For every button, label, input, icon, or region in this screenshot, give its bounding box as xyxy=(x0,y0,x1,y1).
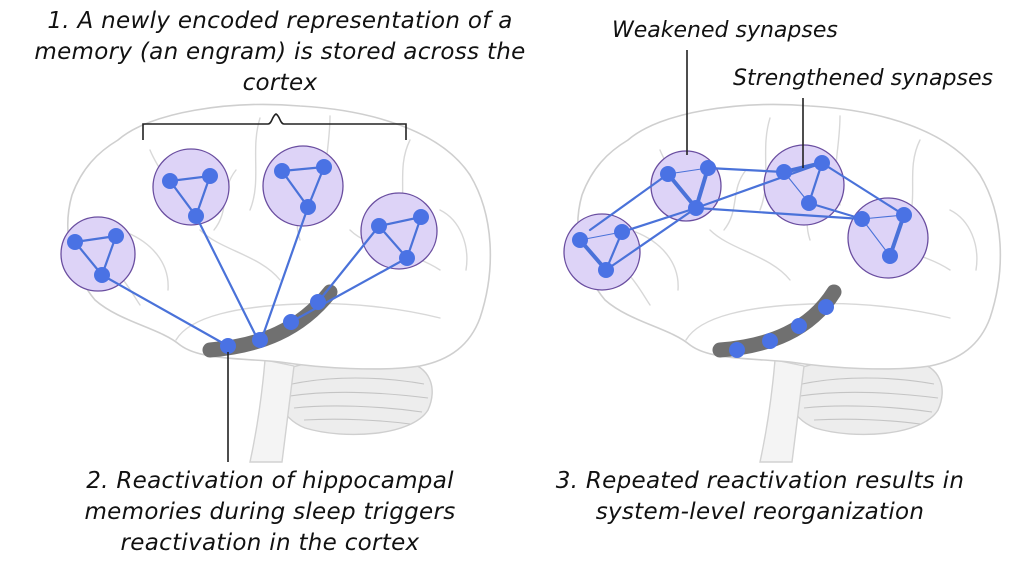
link-hipp-to-engram-3 xyxy=(260,205,310,340)
temporal-lobe-right xyxy=(685,302,951,341)
hippocampal-node xyxy=(252,332,268,348)
hippocampal-node xyxy=(818,299,834,315)
link-hipp-to-engram-2 xyxy=(194,214,260,342)
label-weakened-synapses: Weakened synapses xyxy=(612,18,838,43)
node xyxy=(572,232,588,248)
node xyxy=(188,208,204,224)
cerebellum-folds-right xyxy=(799,377,939,425)
caption-step-1: 1. A newly encoded representation of a m… xyxy=(34,8,526,96)
node xyxy=(399,250,415,266)
caption-step-2: 2. Reactivation of hippocampal memories … xyxy=(84,468,456,556)
link-hipp-to-engram-4b xyxy=(289,256,409,324)
link-engram-2-to-3b xyxy=(694,161,824,210)
node xyxy=(814,155,830,171)
node xyxy=(896,207,912,223)
node xyxy=(660,166,676,182)
engram-triangles-left xyxy=(72,165,423,278)
node xyxy=(316,159,332,175)
cerebellum-left xyxy=(276,358,433,436)
node xyxy=(776,164,792,180)
link-engram-2-to-4 xyxy=(694,206,864,221)
triangle-left-4 xyxy=(376,215,423,261)
node xyxy=(202,168,218,184)
node xyxy=(413,209,429,225)
label-strengthened-synapses: Strengthened synapses xyxy=(733,66,993,91)
brainstem-left xyxy=(249,359,295,463)
cerebellum-right xyxy=(786,358,943,436)
temporal-lobe-left xyxy=(175,302,441,341)
hippocampal-node xyxy=(310,294,326,310)
hippocampal-node xyxy=(762,333,778,349)
node xyxy=(162,173,178,189)
link-engram-3-to-4b xyxy=(807,201,864,221)
engram-left-4 xyxy=(360,192,438,270)
link-hipp-to-engram-4 xyxy=(316,224,381,304)
node xyxy=(371,218,387,234)
engram-right-1 xyxy=(563,213,641,291)
node xyxy=(598,262,614,278)
cerebellum-folds-left xyxy=(289,377,429,425)
hippocampal-node xyxy=(283,314,299,330)
triangle-left-1 xyxy=(72,234,118,278)
node xyxy=(300,199,316,215)
cortex-bracket xyxy=(142,113,407,140)
nodes-left xyxy=(67,159,429,354)
nodes-right xyxy=(572,155,912,358)
inter-engram-links xyxy=(588,161,906,272)
cortex-hippocampus-links xyxy=(100,205,409,348)
node xyxy=(108,228,124,244)
link-hipp-to-engram-1 xyxy=(100,273,230,348)
node xyxy=(854,211,870,227)
brainstem-right xyxy=(759,359,805,463)
node xyxy=(94,267,110,283)
engram-left-3 xyxy=(262,145,344,227)
hippocampal-node xyxy=(729,342,745,358)
node xyxy=(614,224,630,240)
caption-step-3: 3. Repeated reactivation results in syst… xyxy=(555,468,965,525)
node xyxy=(688,200,704,216)
engram-right-4 xyxy=(847,197,929,279)
node xyxy=(274,163,290,179)
link-engram-1-to-2b xyxy=(620,206,698,234)
node xyxy=(801,195,817,211)
node xyxy=(67,234,83,250)
hippocampal-node xyxy=(220,338,236,354)
triangle-left-3 xyxy=(279,165,326,210)
link-engram-1-to-2 xyxy=(588,172,670,232)
node xyxy=(882,248,898,264)
link-engram-2-to-3 xyxy=(706,166,786,174)
hippocampal-node xyxy=(791,318,807,334)
node xyxy=(700,160,716,176)
link-engram-1-to-2c xyxy=(604,206,698,272)
triangle-left-2 xyxy=(167,174,212,219)
link-engram-3-to-4 xyxy=(820,161,906,217)
